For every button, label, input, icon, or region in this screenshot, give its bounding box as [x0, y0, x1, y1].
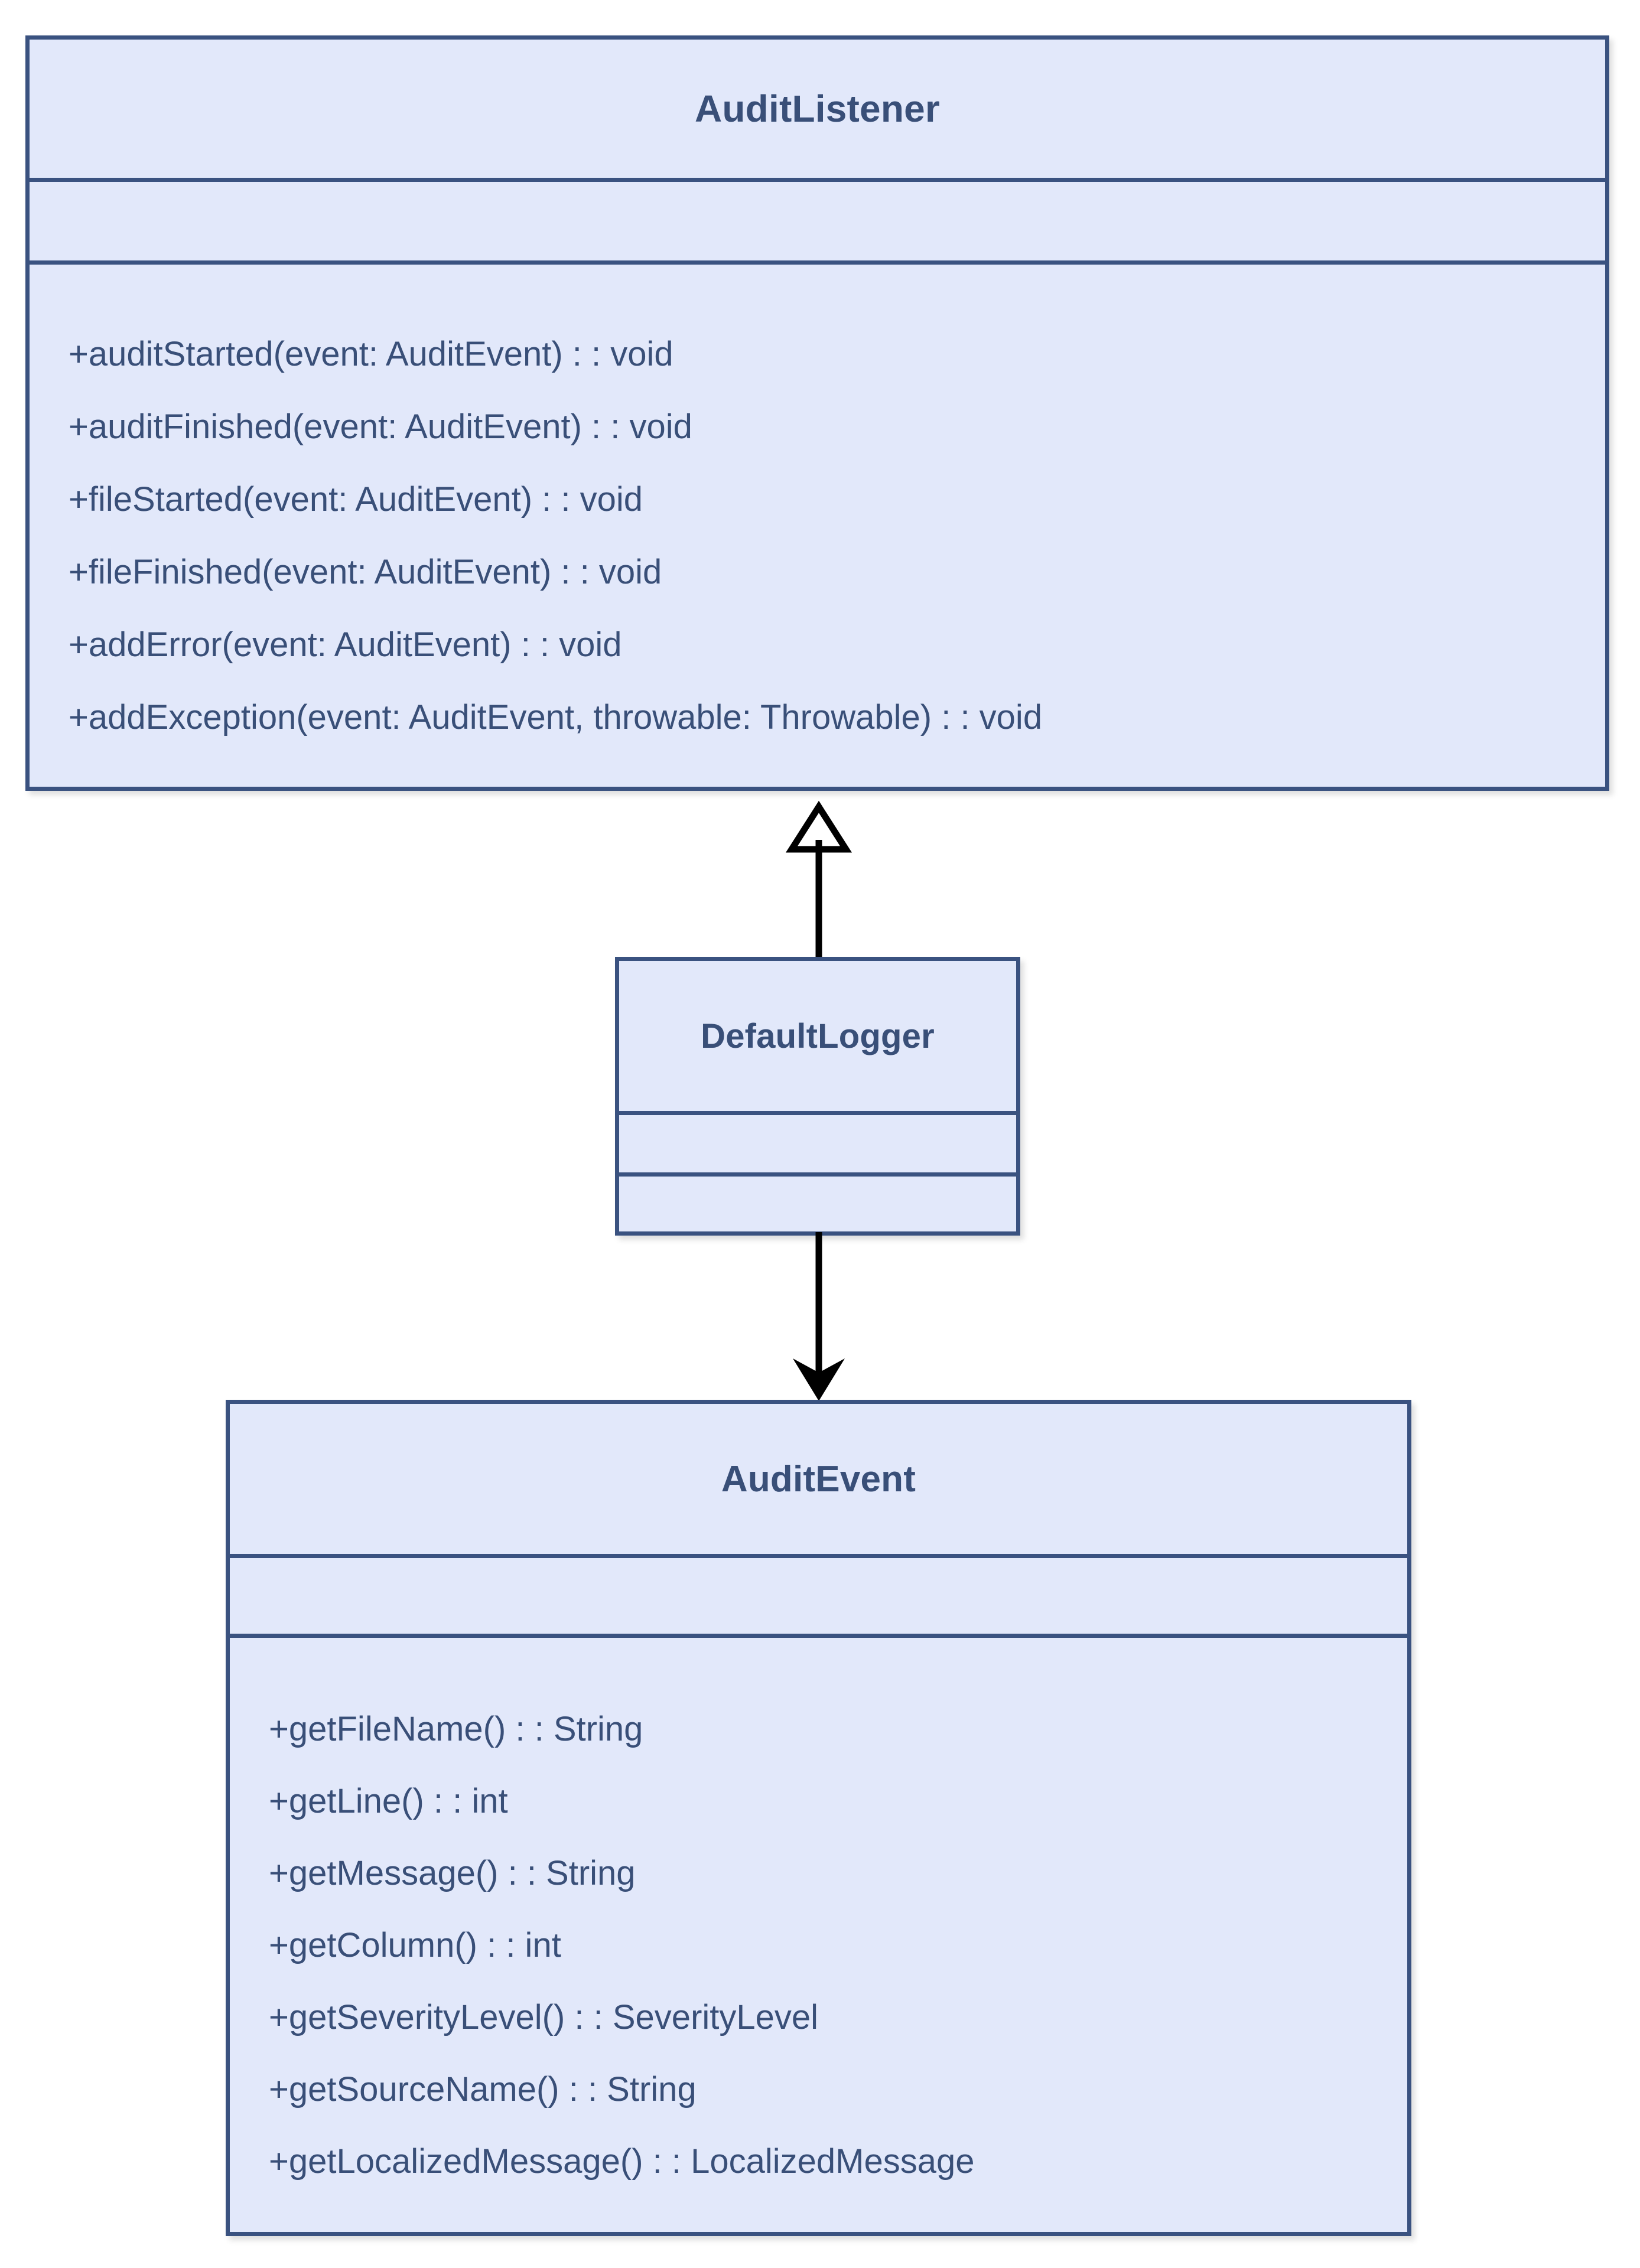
operation-item: +getLine() : : int	[269, 1782, 508, 1820]
hollow-triangle-arrowhead-icon	[785, 800, 852, 853]
class-title-audit-listener: AuditListener	[694, 87, 941, 130]
operations-compartment-audit-event: +getFileName() : : String +getLine() : :…	[230, 1634, 1407, 2232]
operation-item: +auditFinished(event: AuditEvent) : : vo…	[69, 408, 692, 446]
operation-item: +addException(event: AuditEvent, throwab…	[69, 698, 1043, 737]
connector-generalization-defaultlogger-to-auditlistener	[785, 800, 852, 960]
attributes-compartment-default-logger	[619, 1111, 1016, 1172]
class-box-audit-listener[interactable]: AuditListener +auditStarted(event: Audit…	[25, 35, 1609, 791]
operation-item: +getLocalizedMessage() : : LocalizedMess…	[269, 2142, 975, 2181]
operation-item: +getSourceName() : : String	[269, 2070, 697, 2109]
class-box-default-logger[interactable]: DefaultLogger	[615, 957, 1020, 1236]
operation-item: +fileStarted(event: AuditEvent) : : void	[69, 480, 643, 519]
operation-item: +addError(event: AuditEvent) : : void	[69, 625, 622, 664]
operation-item: +fileFinished(event: AuditEvent) : : voi…	[69, 553, 662, 591]
operation-item: +getMessage() : : String	[269, 1854, 636, 1892]
operation-item: +getFileName() : : String	[269, 1710, 643, 1748]
connector-association-defaultlogger-to-auditevent	[793, 1232, 845, 1401]
class-title-audit-event: AuditEvent	[721, 1458, 916, 1500]
operation-item: +getColumn() : : int	[269, 1926, 561, 1964]
operation-item: +getSeverityLevel() : : SeverityLevel	[269, 1998, 819, 2036]
attributes-compartment-audit-event	[230, 1554, 1407, 1634]
class-box-audit-event[interactable]: AuditEvent +getFileName() : : String +ge…	[226, 1400, 1411, 2236]
operations-compartment-default-logger	[619, 1172, 1016, 1231]
solid-arrowhead-icon	[793, 1358, 845, 1401]
operations-compartment-audit-listener: +auditStarted(event: AuditEvent) : : voi…	[30, 260, 1605, 787]
operation-item: +auditStarted(event: AuditEvent) : : voi…	[69, 335, 673, 373]
class-title-default-logger: DefaultLogger	[701, 1016, 935, 1055]
attributes-compartment-audit-listener	[30, 178, 1605, 260]
